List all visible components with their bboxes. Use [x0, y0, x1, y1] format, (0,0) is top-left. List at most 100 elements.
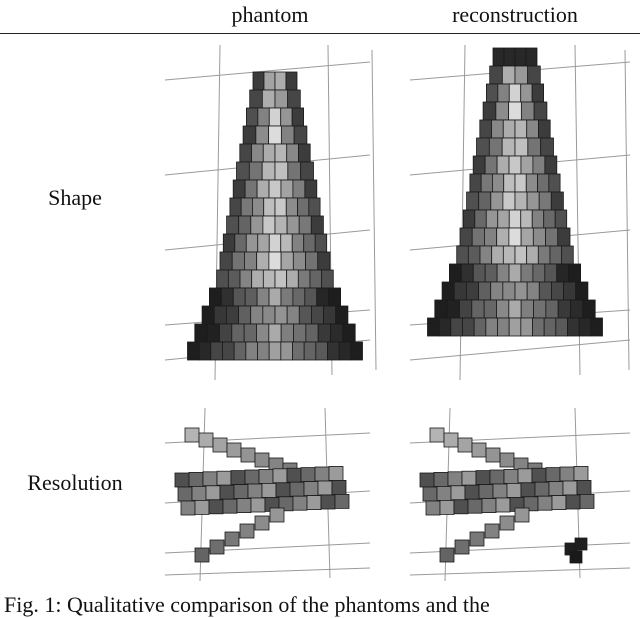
voxel — [478, 191, 492, 211]
voxel — [222, 233, 236, 253]
voxel — [532, 155, 546, 175]
voxel — [543, 317, 557, 337]
voxel — [327, 341, 340, 361]
voxel — [262, 143, 276, 163]
voxel — [517, 468, 533, 484]
voxel — [226, 305, 239, 325]
voxel — [291, 233, 305, 253]
voxel — [501, 137, 516, 157]
voxel — [287, 89, 301, 109]
voxel — [502, 281, 516, 301]
voxel — [262, 305, 276, 325]
voxel — [488, 137, 503, 157]
voxel — [274, 71, 287, 91]
voxel — [244, 287, 258, 307]
voxel — [478, 484, 494, 499]
voxel — [230, 470, 246, 485]
voxel — [309, 269, 323, 289]
voxel — [474, 209, 487, 229]
voxel — [306, 495, 322, 510]
shape-phantom-render — [164, 44, 377, 381]
voxel — [565, 494, 581, 510]
voxel — [561, 245, 574, 265]
voxel — [484, 263, 498, 283]
voxel — [285, 71, 298, 91]
voxel — [520, 101, 535, 121]
voxel — [236, 161, 250, 181]
voxel — [508, 83, 522, 103]
voxel — [557, 299, 571, 319]
header-rule — [0, 33, 640, 34]
voxel — [491, 119, 504, 139]
row-label-resolution: Resolution — [27, 470, 123, 495]
voxel — [338, 341, 352, 361]
voxel — [545, 467, 561, 482]
voxel — [549, 245, 563, 265]
voxel — [551, 495, 567, 510]
voxel — [328, 466, 344, 481]
voxel — [520, 155, 534, 175]
voxel — [569, 550, 583, 564]
voxel — [502, 119, 516, 139]
voxel — [231, 251, 245, 271]
voxel — [274, 161, 289, 181]
voxel — [462, 317, 475, 337]
voxel — [508, 263, 522, 283]
voxel — [514, 281, 528, 301]
voxel — [292, 341, 305, 361]
voxel — [208, 499, 224, 515]
voxel — [578, 317, 592, 337]
voxel — [219, 251, 233, 271]
voxel — [514, 191, 528, 211]
voxel — [499, 515, 515, 531]
voxel — [537, 245, 551, 265]
voxel — [261, 89, 276, 109]
voxel — [520, 482, 536, 498]
voxel — [438, 317, 452, 337]
voxel — [534, 481, 550, 497]
voxel — [206, 323, 220, 343]
voxel — [527, 137, 542, 157]
voxel — [222, 341, 235, 361]
voxel — [316, 287, 330, 307]
voxel — [268, 287, 282, 307]
voxel — [503, 47, 516, 67]
voxel — [576, 480, 592, 495]
voxel — [506, 483, 522, 498]
voxel — [314, 233, 328, 253]
voxel — [482, 101, 497, 121]
voxel — [210, 341, 223, 361]
voxel — [274, 269, 288, 289]
voxel — [280, 125, 295, 145]
voxel — [268, 125, 282, 145]
voxel — [317, 480, 333, 496]
voxel-stack — [174, 427, 350, 563]
voxel — [212, 437, 228, 453]
voxel — [548, 173, 561, 193]
voxel — [321, 269, 334, 289]
voxel — [286, 269, 299, 289]
voxel — [202, 471, 218, 487]
voxel — [543, 209, 556, 229]
voxel — [538, 281, 552, 301]
voxel — [559, 466, 575, 482]
voxel — [550, 191, 564, 211]
voxel — [489, 65, 503, 85]
voxel — [238, 305, 252, 325]
voxel — [198, 432, 214, 448]
voxel — [331, 480, 347, 495]
voxel — [555, 317, 568, 337]
voxel — [315, 341, 328, 361]
grid-lines — [164, 44, 377, 381]
voxel — [472, 263, 486, 283]
voxel — [303, 341, 317, 361]
voxel — [508, 209, 522, 229]
voxel — [508, 101, 522, 121]
voxel — [334, 494, 350, 509]
voxel — [261, 483, 277, 498]
voxel — [514, 173, 527, 193]
voxel — [350, 341, 363, 361]
voxel — [222, 498, 238, 514]
voxel — [520, 227, 534, 247]
voxel — [317, 251, 331, 271]
